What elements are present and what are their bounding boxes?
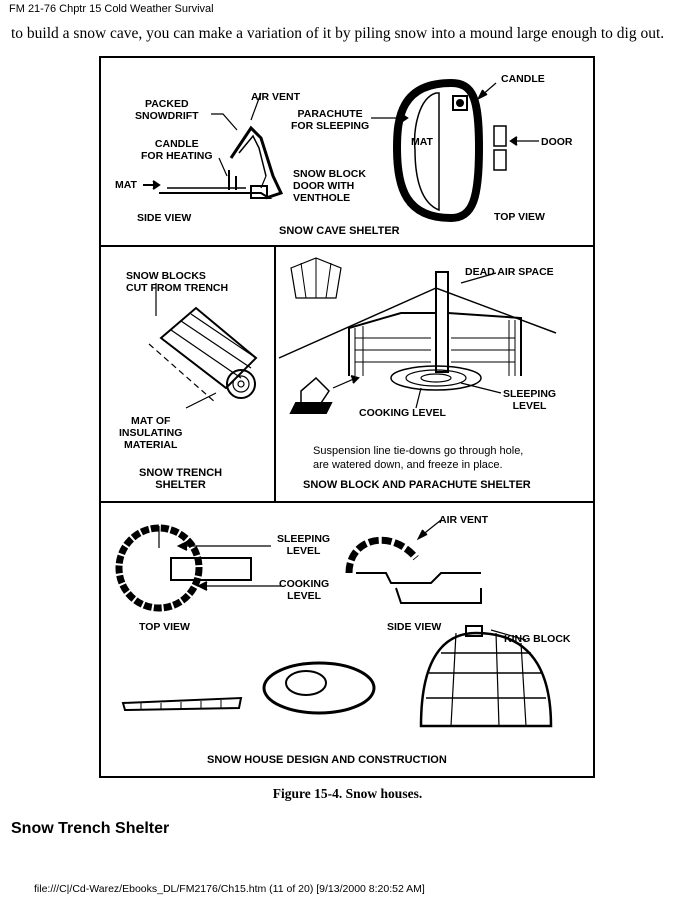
label-candle-heating: CANDLE FOR HEATING bbox=[141, 138, 213, 162]
title-snow-house: SNOW HOUSE DESIGN AND CONSTRUCTION bbox=[207, 754, 447, 766]
label-house-sleeping: SLEEPING LEVEL bbox=[277, 533, 331, 557]
label-cave-mat-top: MAT bbox=[411, 136, 433, 148]
label-snow-blocks: SNOW BLOCKS CUT FROM TRENCH bbox=[126, 270, 229, 294]
label-cave-mat: MAT bbox=[115, 179, 137, 191]
label-dead-air: DEAD AIR SPACE bbox=[465, 266, 554, 278]
title-snow-cave: SNOW CAVE SHELTER bbox=[279, 225, 400, 237]
label-snow-block-door: SNOW BLOCK DOOR WITH VENTHOLE bbox=[293, 168, 366, 204]
page-footer: file:///C|/Cd-Warez/Ebooks_DL/FM2176/Ch1… bbox=[34, 883, 425, 895]
page-header: FM 21-76 Chptr 15 Cold Weather Survival bbox=[9, 3, 214, 15]
label-house-air-vent: AIR VENT bbox=[439, 514, 489, 526]
intro-text: to build a snow cave, you can make a var… bbox=[11, 25, 665, 42]
section-heading: Snow Trench Shelter bbox=[11, 820, 170, 837]
label-door: DOOR bbox=[541, 136, 573, 148]
label-parachute-sleeping: SLEEPING LEVEL bbox=[503, 388, 557, 412]
title-snow-trench: SNOW TRENCH SHELTER bbox=[139, 467, 223, 491]
label-house-cooking: COOKING LEVEL bbox=[279, 578, 330, 602]
label-king-block: KING BLOCK bbox=[504, 633, 571, 645]
label-cave-side-view: SIDE VIEW bbox=[137, 212, 192, 224]
label-parachute-cooking: COOKING LEVEL bbox=[359, 407, 446, 419]
label-packed-snowdrift: PACKED SNOWDRIFT bbox=[135, 98, 199, 122]
parachute-note: Suspension line tie-downs go through hol… bbox=[313, 445, 524, 471]
figure-caption: Figure 15-4. Snow houses. bbox=[272, 786, 423, 801]
label-trench-mat: MAT OF INSULATING MATERIAL bbox=[119, 415, 183, 451]
label-house-top-view: TOP VIEW bbox=[139, 621, 190, 633]
title-parachute-shelter: SNOW BLOCK AND PARACHUTE SHELTER bbox=[303, 479, 531, 491]
figure-illustration bbox=[101, 78, 593, 728]
label-cave-air-vent: AIR VENT bbox=[251, 91, 301, 103]
label-parachute: PARACHUTE FOR SLEEPING bbox=[291, 108, 370, 132]
label-candle: CANDLE bbox=[501, 73, 545, 85]
label-house-side-view: SIDE VIEW bbox=[387, 621, 442, 633]
label-cave-top-view: TOP VIEW bbox=[494, 211, 545, 223]
snow-houses-figure: PACKED SNOWDRIFT AIR VENT CANDLE FOR HEA… bbox=[99, 56, 595, 778]
